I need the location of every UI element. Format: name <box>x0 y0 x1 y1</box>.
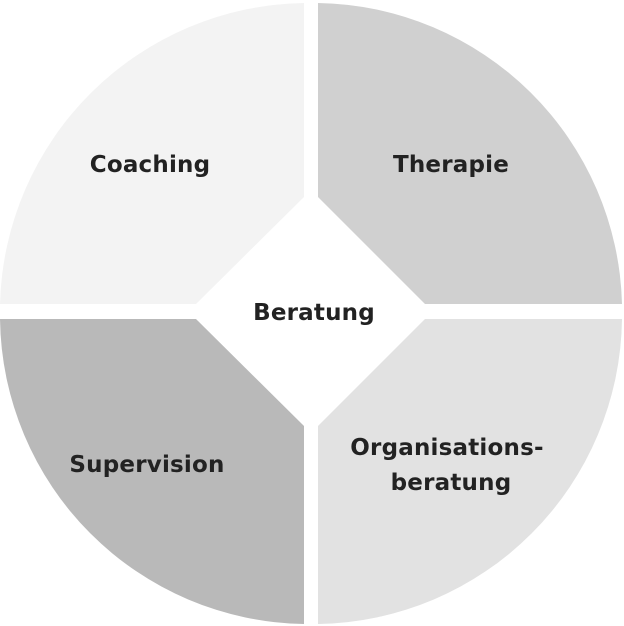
quadrant-label-organisationsberatung-line2: beratung <box>391 470 512 496</box>
quadrant-supervision <box>0 319 304 624</box>
quadrant-coaching <box>0 3 304 304</box>
quadrant-label-organisationsberatung-line1: Organisations- <box>350 435 543 461</box>
quadrant-label-coaching: Coaching <box>90 152 211 178</box>
quadrant-label-supervision: Supervision <box>69 452 224 478</box>
center-label-beratung: Beratung <box>253 300 375 326</box>
quadrant-therapie <box>318 3 622 304</box>
quadrant-organisationsberatung <box>318 319 622 624</box>
quadrant-label-therapie: Therapie <box>393 152 509 178</box>
